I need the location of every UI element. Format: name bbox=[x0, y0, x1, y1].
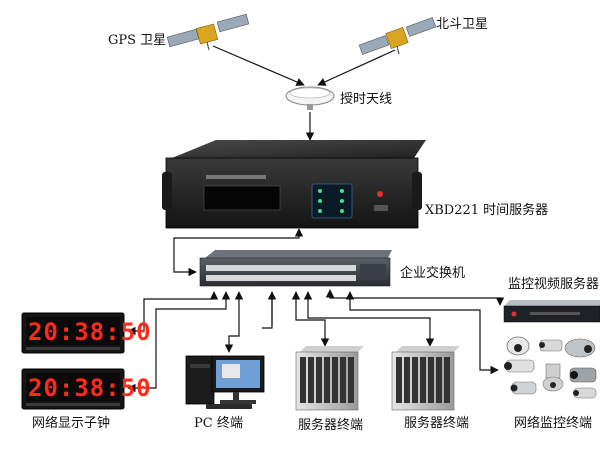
network-clock-device-1 bbox=[21, 312, 125, 354]
clock-readout-2: 20:38:50 bbox=[28, 374, 152, 402]
gps-satellite-icon bbox=[166, 13, 250, 51]
server-terminal-icon-1 bbox=[295, 346, 364, 411]
beidou-satellite-icon bbox=[358, 17, 437, 55]
video-server-label: 监控视频服务器 bbox=[508, 277, 600, 292]
time-server-label: XBD221 时间服务器 bbox=[425, 203, 549, 218]
antenna-icon bbox=[285, 86, 335, 110]
pc-terminal-icon bbox=[185, 355, 265, 409]
server-terminal-icon-2 bbox=[391, 346, 460, 411]
network-clock-device-2 bbox=[21, 368, 125, 410]
camera-terminal-icon bbox=[504, 336, 597, 399]
server-terminal-label-2: 服务器终端 bbox=[404, 416, 470, 431]
clock-readout-1: 20:38:50 bbox=[28, 318, 152, 346]
beidou-satellite-label: 北斗卫星 bbox=[436, 17, 489, 32]
video-server-device bbox=[503, 300, 600, 323]
network-clock-label: 网络显示子钟 bbox=[32, 416, 111, 431]
camera-terminal-label: 网络监控终端 bbox=[514, 416, 593, 431]
switch-label: 企业交换机 bbox=[400, 266, 466, 281]
server-terminal-label-1: 服务器终端 bbox=[298, 418, 364, 433]
gps-satellite-label: GPS 卫星 bbox=[108, 33, 167, 48]
switch-device bbox=[199, 250, 392, 287]
time-server-device bbox=[162, 140, 426, 229]
pc-terminal-label: PC 终端 bbox=[194, 416, 243, 431]
antenna-label: 授时天线 bbox=[340, 92, 393, 107]
